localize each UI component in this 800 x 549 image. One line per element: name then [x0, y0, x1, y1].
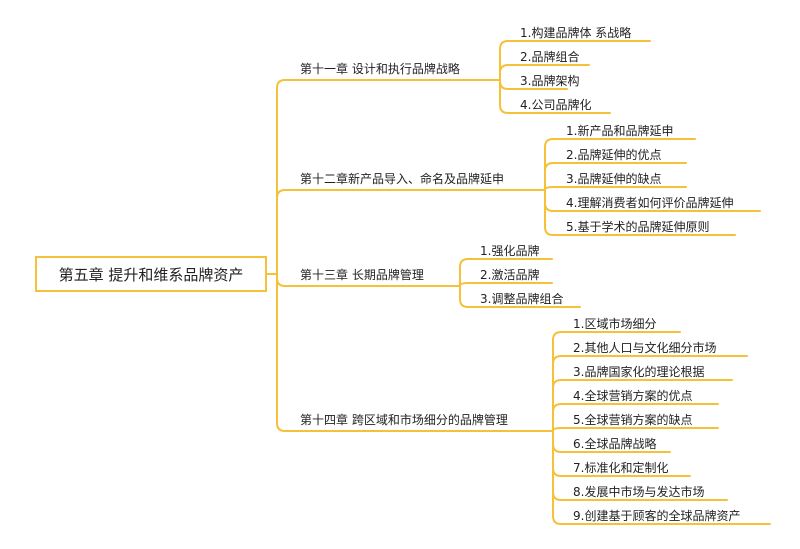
ch14-item-9[interactable]: 9.创建基于顾客的全球品牌资产 [573, 509, 741, 523]
ch14-item-4[interactable]: 4.全球营销方案的优点 [573, 389, 693, 403]
chapter-11-label[interactable]: 第十一章 设计和执行品牌战略 [300, 62, 460, 76]
ch14-item-2[interactable]: 2.其他人口与文化细分市场 [573, 341, 717, 355]
ch11-item-2[interactable]: 2.品牌组合 [520, 50, 580, 64]
item-connector [536, 355, 748, 432]
item-connector [529, 138, 696, 191]
ch14-item-6[interactable]: 6.全球品牌战略 [573, 437, 657, 451]
item-connector [536, 427, 719, 432]
chapter-connector [266, 189, 531, 275]
ch14-item-1[interactable]: 1.区域市场细分 [573, 317, 657, 331]
item-connector [478, 79, 611, 114]
ch12-item-4[interactable]: 4.理解消费者如何评价品牌延伸 [566, 196, 734, 210]
root-topic[interactable]: 第五章 提升和维系品牌资产 [35, 256, 267, 292]
ch11-item-3[interactable]: 3.品牌架构 [520, 74, 580, 88]
chapter-14-label[interactable]: 第十四章 跨区域和市场细分的品牌管理 [300, 413, 508, 427]
chapter-connector [266, 79, 480, 275]
root-topic-label: 第五章 提升和维系品牌资产 [58, 265, 244, 284]
ch12-item-1[interactable]: 1.新产品和品牌延申 [566, 124, 674, 138]
item-connector [529, 189, 736, 236]
item-connector [444, 282, 553, 287]
item-connector [536, 331, 681, 432]
ch14-item-7[interactable]: 7.标准化和定制化 [573, 461, 669, 475]
item-connector [529, 186, 687, 191]
item-connector [478, 64, 590, 81]
ch12-item-3[interactable]: 3.品牌延伸的缺点 [566, 172, 662, 186]
ch11-item-1[interactable]: 1.构建品牌体 系战略 [520, 26, 632, 40]
chapter-connector [266, 273, 538, 432]
ch11-item-4[interactable]: 4.公司品牌化 [520, 98, 592, 112]
ch12-item-2[interactable]: 2.品牌延伸的优点 [566, 148, 662, 162]
ch13-item-3[interactable]: 3.调整品牌组合 [480, 292, 564, 306]
item-connector [536, 430, 771, 525]
item-connector [444, 285, 581, 308]
ch14-item-3[interactable]: 3.品牌国家化的理论根据 [573, 365, 705, 379]
ch13-item-1[interactable]: 1.强化品牌 [480, 244, 540, 258]
ch14-item-8[interactable]: 8.发展中市场与发达市场 [573, 485, 705, 499]
ch13-item-2[interactable]: 2.激活品牌 [480, 268, 540, 282]
ch12-item-5[interactable]: 5.基于学术的品牌延伸原则 [566, 220, 710, 234]
item-connector [444, 258, 553, 287]
chapter-13-label[interactable]: 第十三章 长期品牌管理 [300, 268, 424, 282]
item-connector [529, 162, 687, 191]
item-connector [478, 40, 651, 81]
item-connector [536, 379, 733, 432]
chapter-12-label[interactable]: 第十二章新产品导入、命名及品牌延申 [300, 172, 505, 186]
ch14-item-5[interactable]: 5.全球营销方案的缺点 [573, 413, 693, 427]
item-connector [536, 403, 719, 432]
